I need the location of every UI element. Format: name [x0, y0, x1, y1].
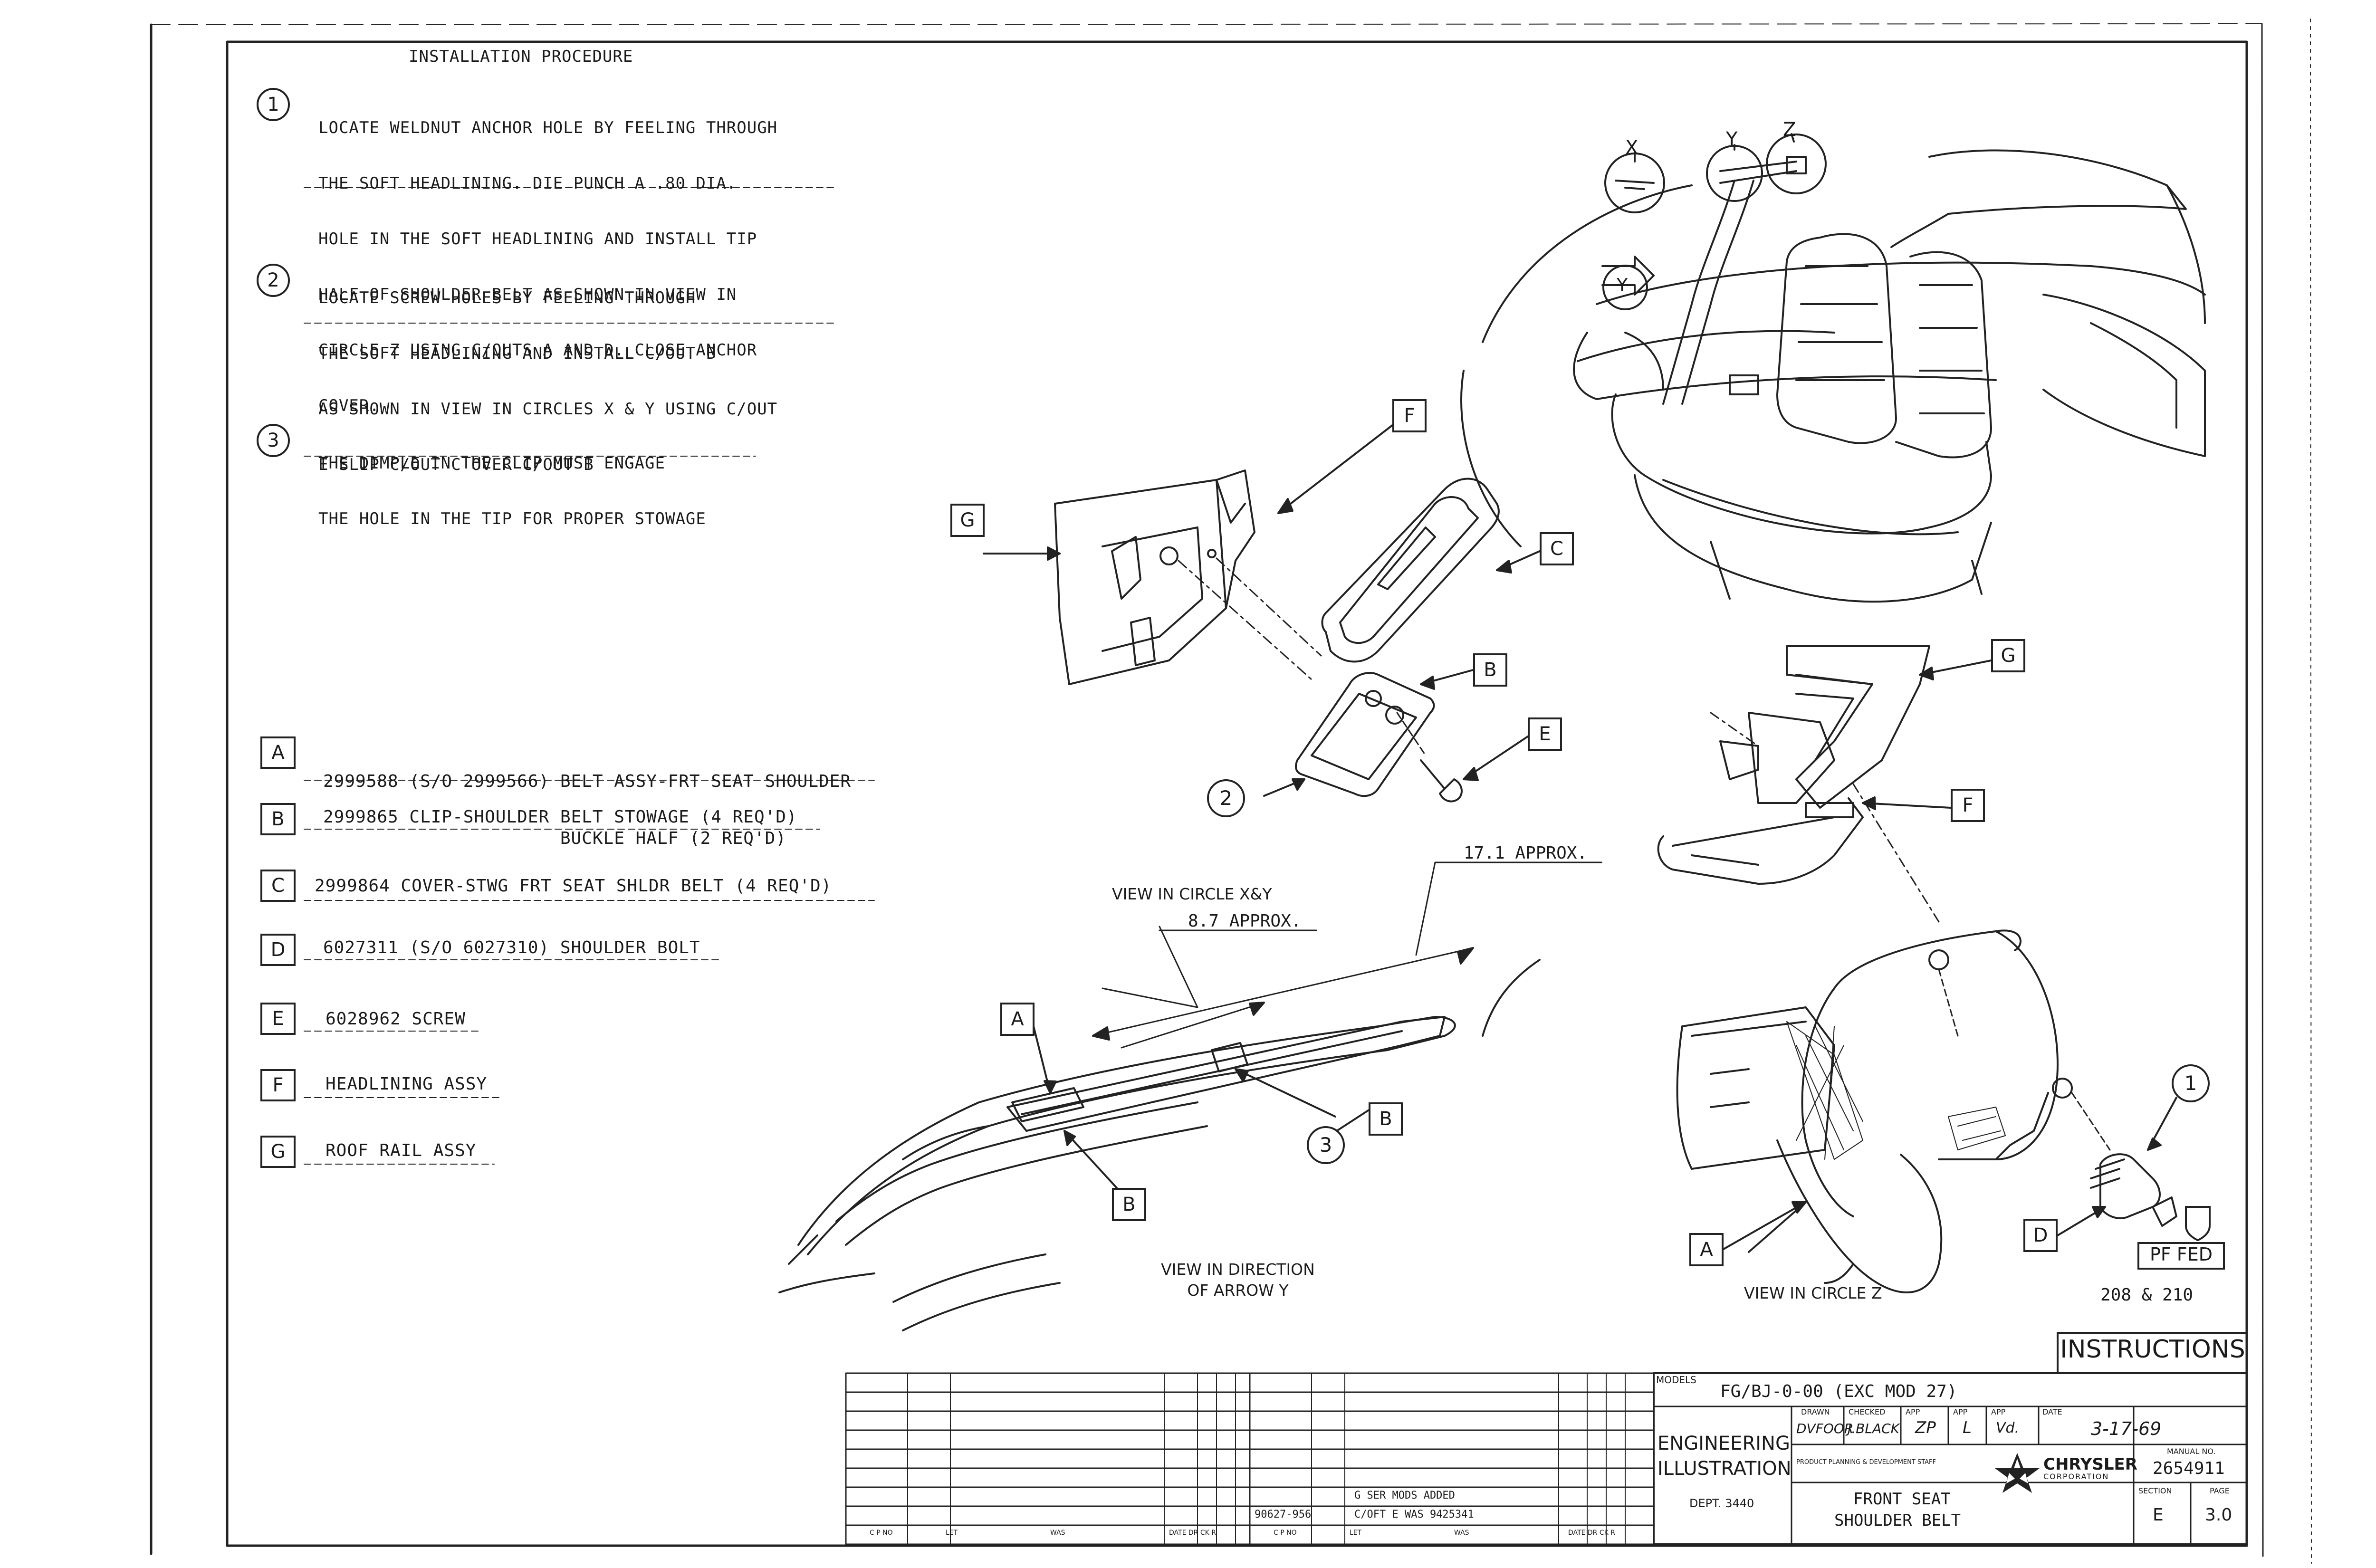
brand-corporation: CORPORATION [2043, 1472, 2109, 1481]
caption-view-xy: VIEW IN CIRCLE X&Y [1112, 885, 1272, 903]
part-letter-e: E [260, 1003, 296, 1035]
step-3-text: THE DIMPLE IN THE CLIP MUST ENGAGE THE H… [318, 454, 706, 528]
date-label: DATE [2042, 1407, 2062, 1416]
revision-number: 90627-956 [1255, 1509, 1312, 1520]
col-let-1: LET [946, 1529, 958, 1537]
callout-3: 3 [1307, 1126, 1345, 1164]
callout-d: D [2023, 1219, 2058, 1252]
app-label: APP [1906, 1407, 1920, 1416]
car-interior-sketch [1460, 133, 2206, 603]
callout-1: 1 [2172, 1064, 2210, 1102]
pf-fed-label: PF FED [2150, 1244, 2213, 1265]
col-cpno-1: C P NO [870, 1529, 893, 1537]
drawing-title-line1: FRONT SEAT [1853, 1490, 1951, 1509]
app2-value: L [1963, 1418, 1972, 1437]
manual-label: MANUAL NO. [2167, 1447, 2216, 1456]
step-2-marker: 2 [257, 264, 290, 297]
callout-b-xy-right: B [1369, 1102, 1403, 1136]
callout-f-right: F [1951, 789, 1985, 822]
col-date-1: DATE DR CK R [1169, 1529, 1216, 1537]
part-desc-a: 2999588 (S/O 2999566) BELT ASSY-FRT SEAT… [323, 772, 852, 848]
col-date-2: DATE DR CK R [1568, 1529, 1615, 1537]
callout-a-xy: A [1000, 1003, 1035, 1036]
callout-b-xy-left: B [1112, 1188, 1146, 1221]
app3-value: Vd. [1996, 1420, 2020, 1436]
callout-g-right: G [1991, 639, 2025, 672]
circle-y-label: Y [1726, 128, 1738, 150]
circle-x-label: X [1625, 137, 1638, 159]
part-letter-b: B [260, 803, 296, 835]
view-circle-xy [778, 861, 1602, 1331]
staff-label: PRODUCT PLANNING & DEVELOPMENT STAFF [1796, 1459, 1936, 1466]
manual-value: 2654911 [2153, 1459, 2225, 1478]
app-value: ZP [1915, 1418, 1936, 1437]
drawn-value: DVFOOR [1796, 1421, 1854, 1436]
app2-label: APP [1953, 1407, 1968, 1416]
col-was-2: WAS [1454, 1529, 1469, 1537]
revision-2: C/OFT E WAS 9425341 [1354, 1509, 1474, 1520]
callout-f-top: F [1392, 399, 1427, 432]
caption-view-arrow-y: VIEW IN DIRECTION OF ARROW Y [1161, 1260, 1315, 1300]
models-value: FG/BJ-0-00 (EXC MOD 27) [1720, 1382, 1957, 1401]
pf-fed-box [2137, 1242, 2225, 1270]
illustration-label: ILLUSTRATION [1657, 1458, 1792, 1480]
checked-label: CHECKED [1849, 1407, 1886, 1416]
step-2-text: LOCATE SCREW HOLES BY FEELING THROUGH TH… [318, 288, 778, 474]
part-desc-g: ROOF RAIL ASSY [326, 1141, 477, 1160]
callout-2: 2 [1207, 779, 1245, 817]
circle-z-label: Z [1783, 119, 1796, 141]
revision-1: G SER MODS ADDED [1354, 1490, 1455, 1501]
step-1-marker: 1 [257, 88, 290, 121]
checked-value: J.BLACK [1848, 1421, 1900, 1436]
col-let-2: LET [1350, 1529, 1362, 1537]
dimension-short: 8.7 APPROX. [1188, 911, 1302, 931]
dimension-long: 17.1 APPROX. [1464, 843, 1588, 863]
part-desc-d: 6027311 (S/O 6027310) SHOULDER BOLT [323, 938, 700, 957]
part-desc-f: HEADLINING ASSY [326, 1074, 488, 1094]
page-value: 3.0 [2205, 1505, 2232, 1525]
part-letter-f: F [260, 1069, 296, 1101]
fed-badge-icon [2185, 1206, 2211, 1242]
callout-e: E [1528, 717, 1562, 751]
page-label: PAGE [2210, 1486, 2230, 1495]
callout-b-top: B [1473, 653, 1507, 687]
arrow-y-label: Y [1617, 275, 1628, 296]
instructions-label: INSTRUCTIONS [2060, 1335, 2245, 1364]
col-was-1: WAS [1050, 1529, 1065, 1537]
step-3-marker: 3 [257, 424, 290, 457]
step-1-text: LOCATE WELDNUT ANCHOR HOLE BY FEELING TH… [318, 118, 778, 415]
chrysler-pentastar-logo [1995, 1453, 2040, 1493]
date-value: 3-17-69 [2091, 1418, 2162, 1439]
procedure-title: INSTALLATION PROCEDURE [409, 47, 633, 66]
part-letter-a: A [260, 736, 296, 769]
brand-name: CHRYSLER [2043, 1455, 2137, 1474]
rail-detail-view [1657, 645, 1992, 923]
drawn-label: DRAWN [1801, 1407, 1830, 1416]
callout-g-left: G [950, 504, 985, 537]
drawing-title-line2: SHOULDER BELT [1834, 1511, 1961, 1530]
view-circle-z [1676, 929, 2177, 1293]
models-label: MODELS [1656, 1374, 1696, 1386]
callout-c: C [1540, 532, 1574, 565]
part-desc-b: 2999865 CLIP-SHOULDER BELT STOWAGE (4 RE… [323, 807, 797, 827]
engineering-label: ENGINEERING [1657, 1433, 1790, 1454]
title-block-grid [845, 1332, 2248, 1545]
exploded-clip-view [983, 424, 1541, 803]
dept-label: DEPT. 3440 [1689, 1497, 1754, 1510]
section-label: SECTION [2138, 1486, 2172, 1495]
inner-border [226, 40, 2248, 1547]
col-cpno-2: C P NO [1274, 1529, 1297, 1537]
caption-view-z: VIEW IN CIRCLE Z [1744, 1284, 1882, 1302]
app3-label: APP [1991, 1407, 2006, 1416]
part-letter-c: C [260, 870, 296, 902]
callout-a-z: A [1689, 1233, 1724, 1266]
part-letter-d: D [260, 934, 296, 966]
part-desc-c: 2999864 COVER-STWG FRT SEAT SHLDR BELT (… [315, 876, 832, 896]
section-value: E [2153, 1505, 2164, 1525]
part-desc-e: 6028962 SCREW [326, 1009, 466, 1029]
part-letter-g: G [260, 1136, 296, 1168]
models-ref-label: 208 & 210 [2100, 1285, 2194, 1305]
